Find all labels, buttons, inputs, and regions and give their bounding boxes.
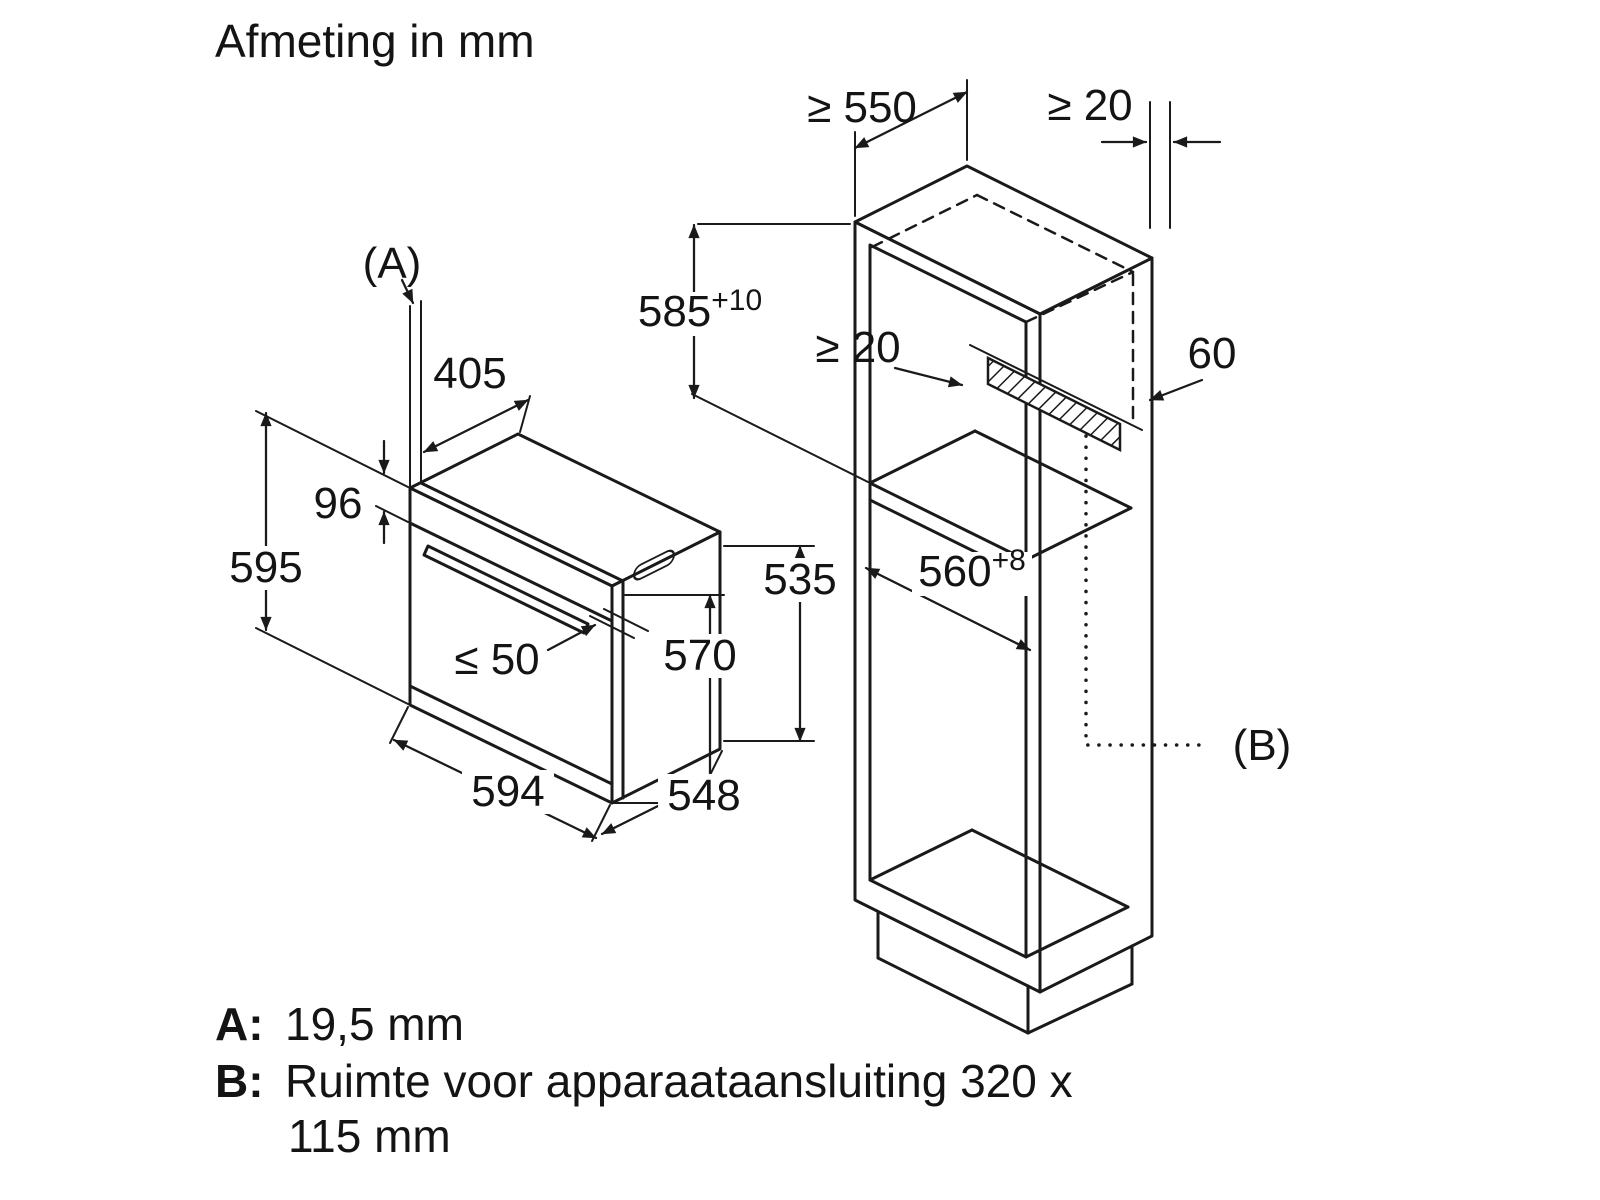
dim-label-570: 570 bbox=[663, 631, 736, 680]
oven-panel-divider bbox=[408, 521, 614, 623]
legend-b-key: B: bbox=[215, 1055, 264, 1107]
diagram-title: Afmeting in mm bbox=[215, 15, 535, 67]
oven-drawing bbox=[408, 432, 722, 805]
legend-b-value-line2: 115 mm bbox=[288, 1110, 451, 1162]
b-reference-dotted-line bbox=[1084, 434, 1207, 747]
cabinet-drawing bbox=[853, 164, 1207, 1035]
dim-label-585: 585+10 bbox=[638, 284, 762, 336]
cabinet-right-face bbox=[1038, 256, 1154, 994]
cabinet-hidden-edges bbox=[870, 193, 1135, 427]
connection-space-hatch bbox=[986, 355, 1122, 453]
dim-label-ge20-mid: ≥ 20 bbox=[815, 323, 900, 372]
dim-label-548: 548 bbox=[667, 771, 740, 820]
dim-label-585-tolerance: +10 bbox=[711, 284, 762, 317]
cabinet-back-gap-line bbox=[969, 344, 1143, 431]
dim-label-560-tolerance: +8 bbox=[992, 544, 1026, 577]
legend-a-key: A: bbox=[215, 998, 264, 1050]
dim-label-a-ref: (A) bbox=[363, 239, 422, 288]
dim-label-535: 535 bbox=[763, 555, 836, 604]
cabinet-shelf bbox=[868, 429, 1133, 579]
legend-b-value-line1: Ruimte voor apparaataansluiting 320 x bbox=[285, 1055, 1073, 1107]
cabinet-dimensions bbox=[688, 79, 1222, 652]
dim-label-585-value: 585 bbox=[638, 287, 711, 336]
label-masks bbox=[222, 292, 1032, 818]
dim-label-560: 560+8 bbox=[918, 544, 1026, 596]
cabinet-floor bbox=[868, 828, 1130, 959]
dim-label-594: 594 bbox=[471, 767, 544, 816]
dim-label-60: 60 bbox=[1188, 329, 1237, 378]
dim-label-ge550: ≥ 550 bbox=[807, 83, 917, 132]
dim-label-560-value: 560 bbox=[918, 547, 991, 596]
dim-label-le50: ≤ 50 bbox=[454, 635, 539, 684]
dim-label-b-ref: (B) bbox=[1233, 721, 1292, 770]
oven-frame-top-edge bbox=[419, 481, 625, 583]
legend-a-value: 19,5 mm bbox=[285, 998, 464, 1050]
dim-label-405: 405 bbox=[433, 349, 506, 398]
dim-label-96: 96 bbox=[314, 479, 363, 528]
dim-label-595: 595 bbox=[229, 543, 302, 592]
dim-label-ge20-top: ≥ 20 bbox=[1047, 81, 1132, 130]
cabinet-plinth bbox=[876, 910, 1134, 1035]
oven-side-cutout bbox=[633, 549, 675, 581]
labels: Afmeting in mm (A) 405 96 595 ≤ 50 570 5… bbox=[215, 15, 1291, 1162]
